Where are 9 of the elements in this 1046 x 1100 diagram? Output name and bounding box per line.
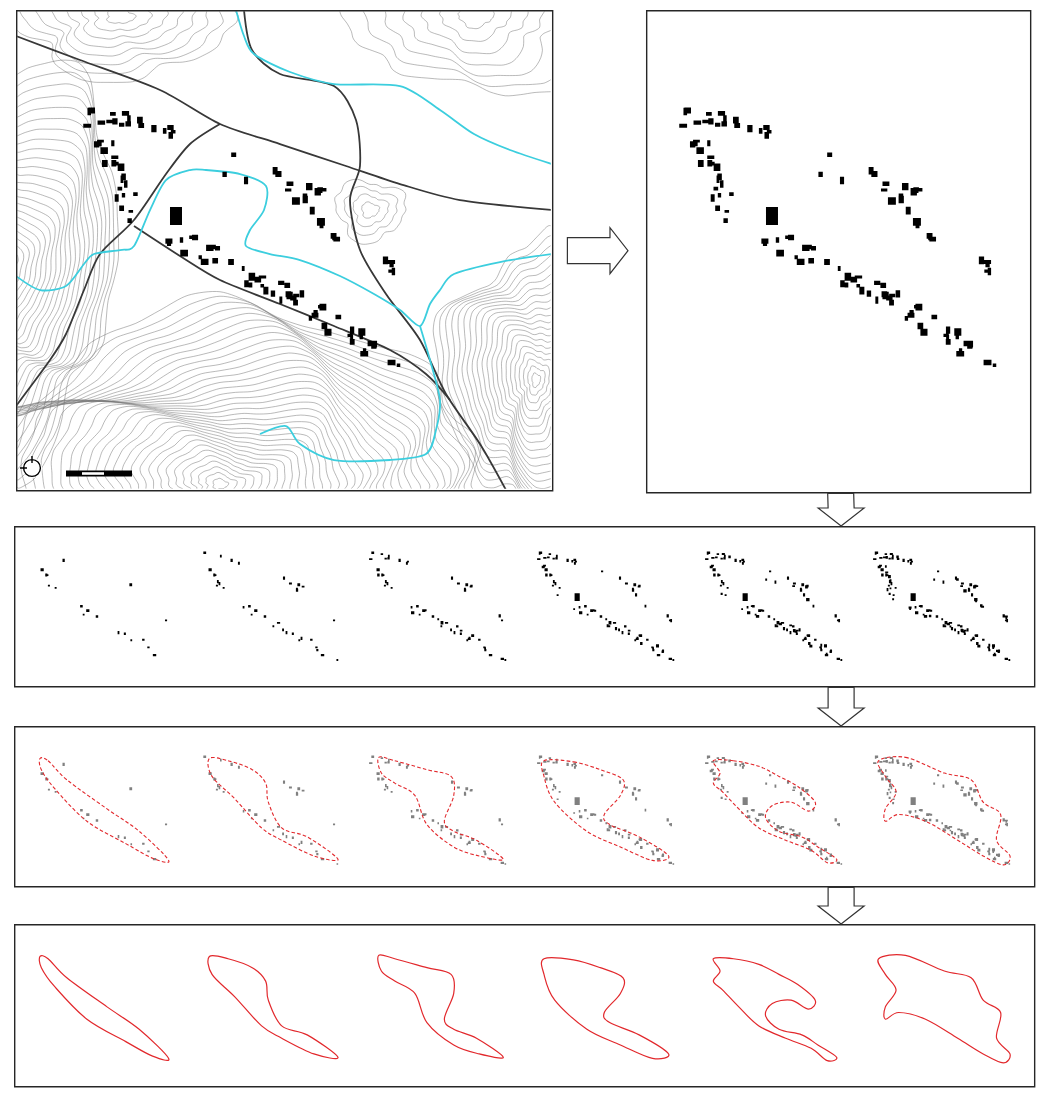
block-arrow [816, 886, 866, 925]
block-arrow [566, 225, 629, 276]
block-arrow [816, 686, 866, 727]
dashed-outline-panel [14, 726, 1036, 888]
topographic-map [16, 10, 554, 492]
building-footprint-map [645, 10, 1032, 494]
block-arrow [816, 492, 866, 527]
outline-panel [14, 924, 1036, 1088]
footprint-stages-panel [14, 526, 1036, 688]
